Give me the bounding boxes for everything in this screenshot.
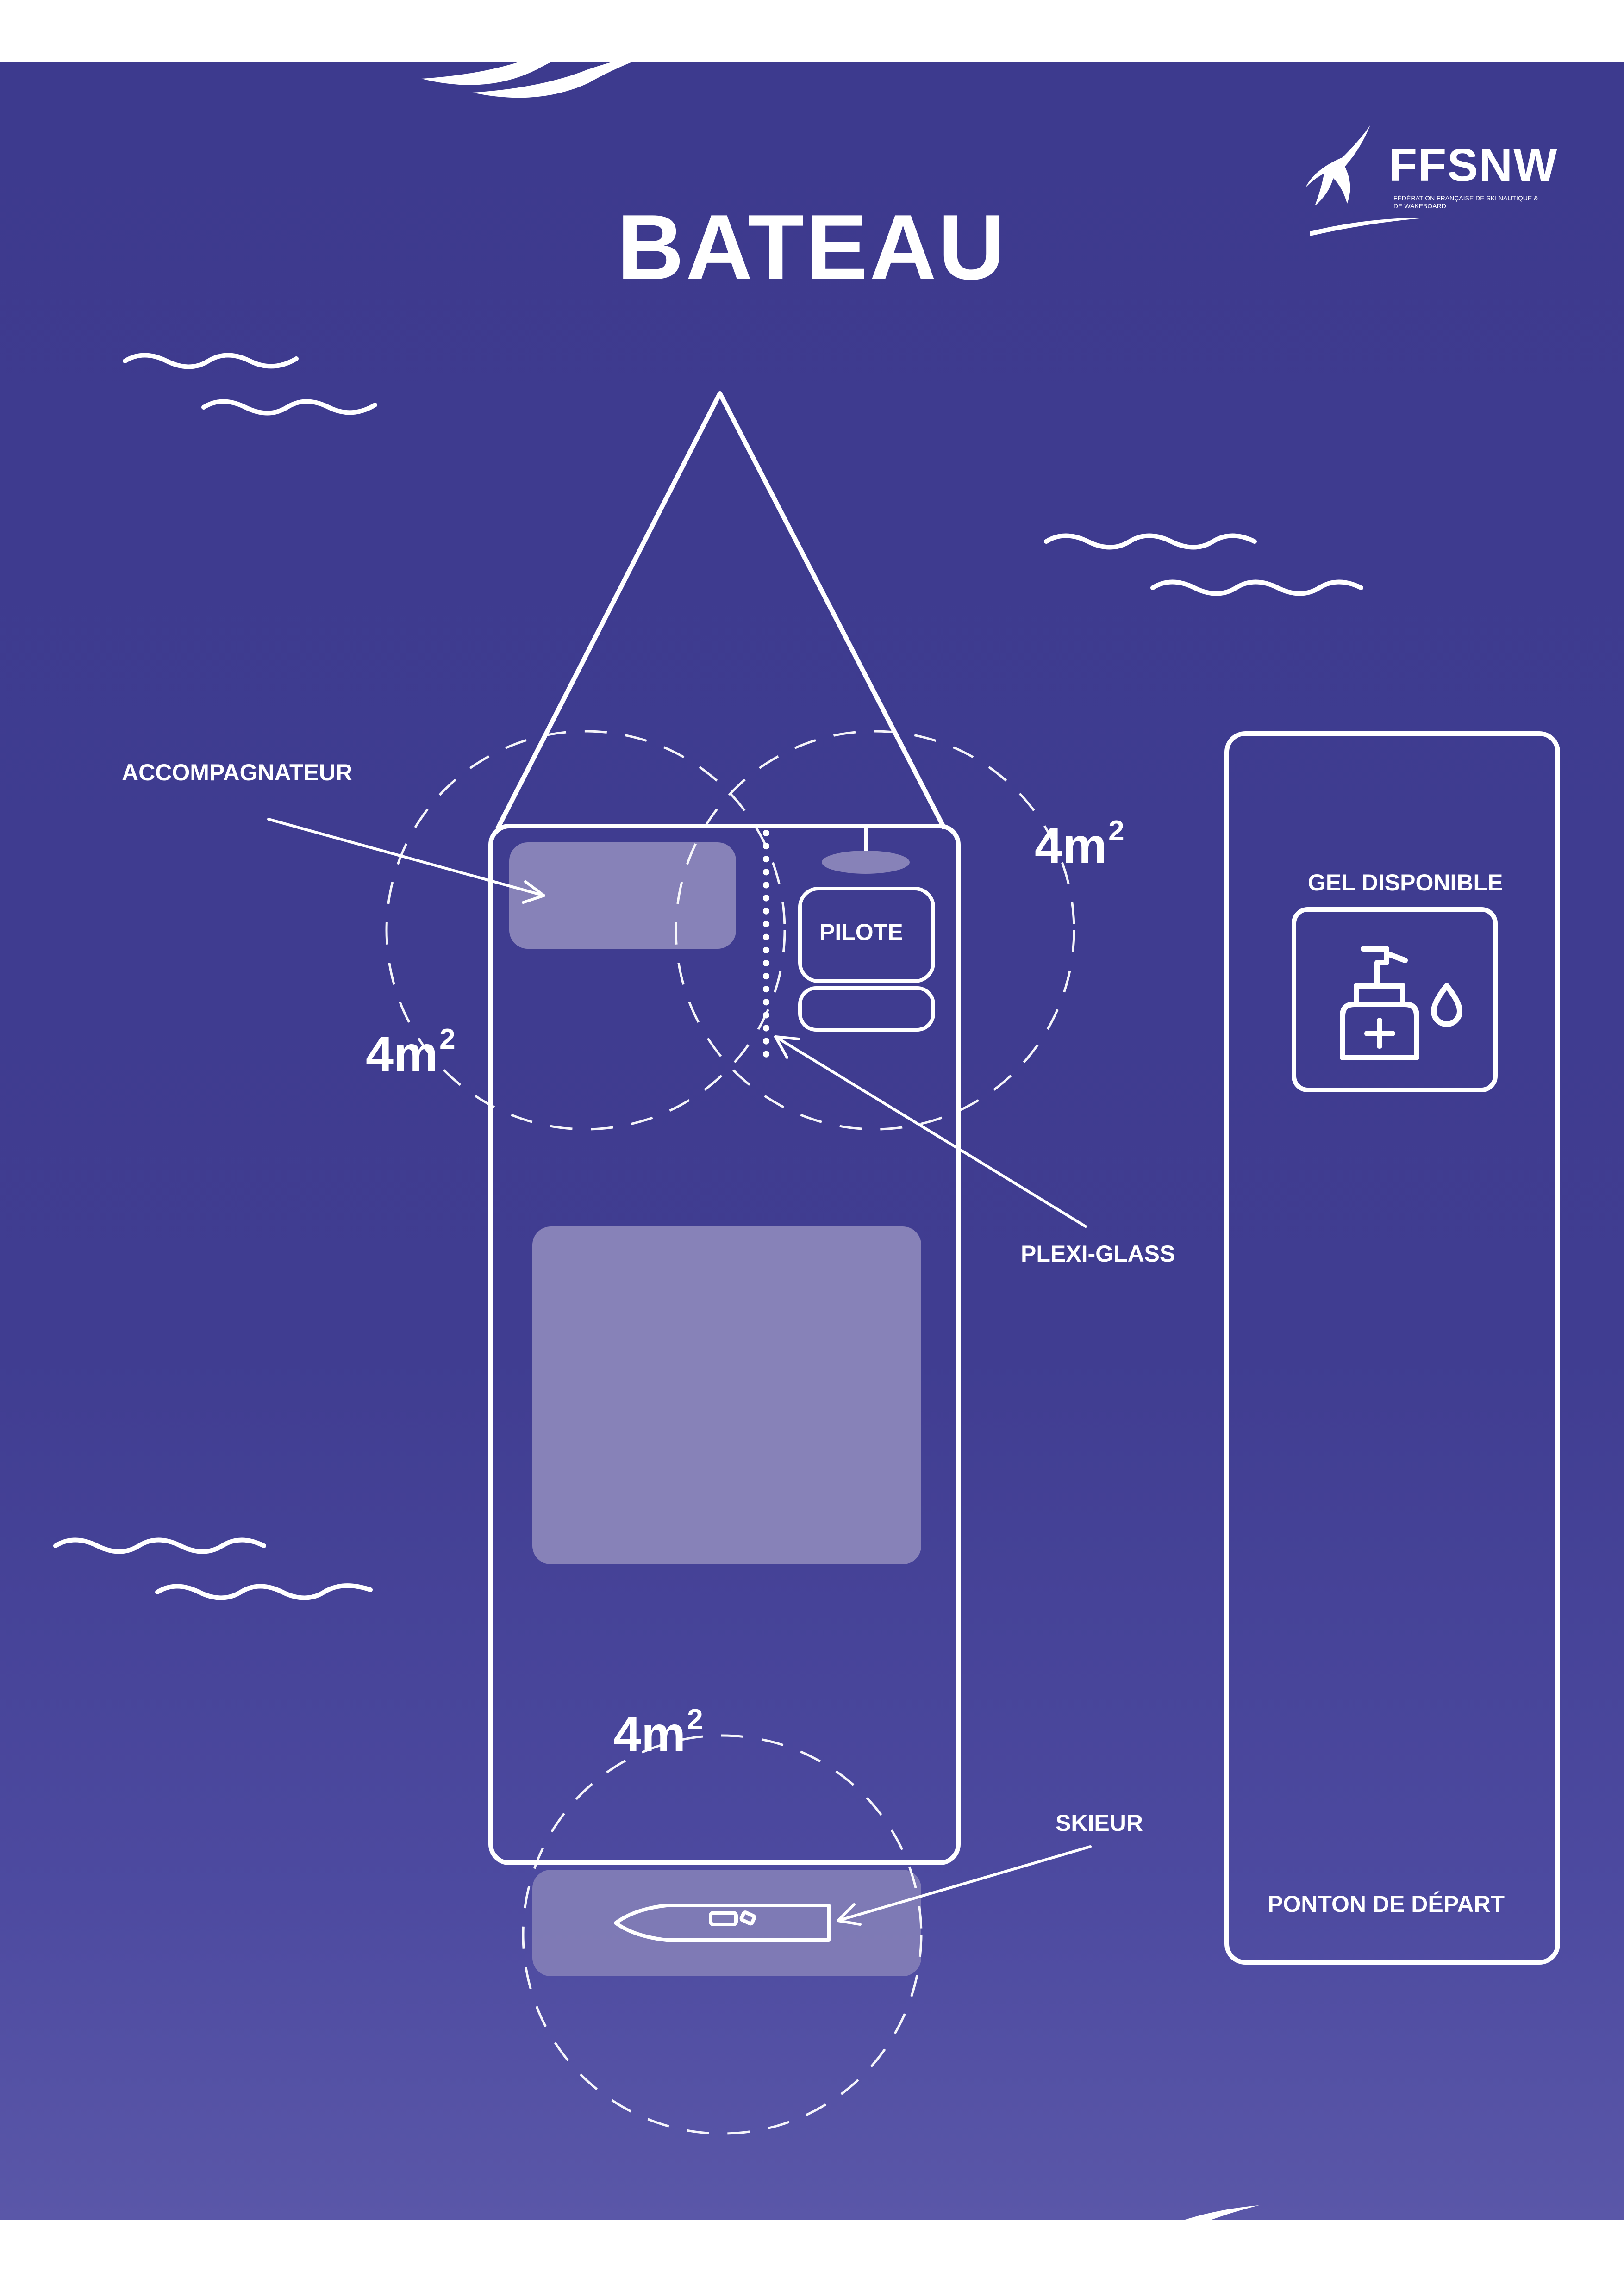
wave-icon [1044, 533, 1363, 596]
arrow-plexi-glass [774, 1035, 1087, 1228]
companion-seat [509, 842, 736, 949]
rear-bench [532, 1226, 921, 1564]
area-label-left: 4m2 [366, 1023, 456, 1082]
ponton-depart [1224, 731, 1560, 1965]
label-ponton-depart: PONTON DE DÉPART [1268, 1891, 1505, 1917]
ski-icon [614, 1904, 831, 1942]
area-label-right: 4m2 [1035, 815, 1124, 873]
hand-sanitizer-icon [1340, 946, 1462, 1060]
wave-icon [421, 35, 662, 98]
arrow-skieur [837, 1845, 1092, 1922]
logo-text: FFSNW [1389, 139, 1558, 191]
boat-bow [495, 391, 947, 830]
wave-icon [123, 353, 377, 416]
label-pilote: PILOTE [819, 919, 903, 945]
distance-circle-bottom [522, 1734, 923, 2135]
wave-icon [53, 1537, 373, 1600]
pilot-seat-base [798, 986, 935, 1032]
logo-subtitle: FÉDÉRATION FRANÇAISE DE SKI NAUTIQUE & D… [1393, 194, 1538, 210]
distance-circle-right [675, 730, 1075, 1131]
ffsnw-logo-mark [1305, 125, 1430, 236]
page-title: BATEAU [617, 196, 1007, 299]
steering-wheel [822, 851, 910, 874]
wave-icon [1051, 2205, 1301, 2269]
poster-background [0, 62, 1624, 2220]
label-skieur: SKIEUR [1056, 1810, 1143, 1836]
label-gel-disponible: GEL DISPONIBLE [1308, 870, 1503, 896]
label-accompagnateur: ACCOMPAGNATEUR [122, 759, 353, 785]
boat-hull [488, 824, 961, 1865]
gel-box [1292, 907, 1498, 1092]
label-plexi-glass: PLEXI-GLASS [1021, 1241, 1175, 1267]
pilot-seat [798, 887, 935, 983]
area-label-bottom: 4m2 [613, 1704, 703, 1762]
arrow-accompagnateur [267, 818, 545, 897]
distance-circle-left [385, 730, 786, 1131]
